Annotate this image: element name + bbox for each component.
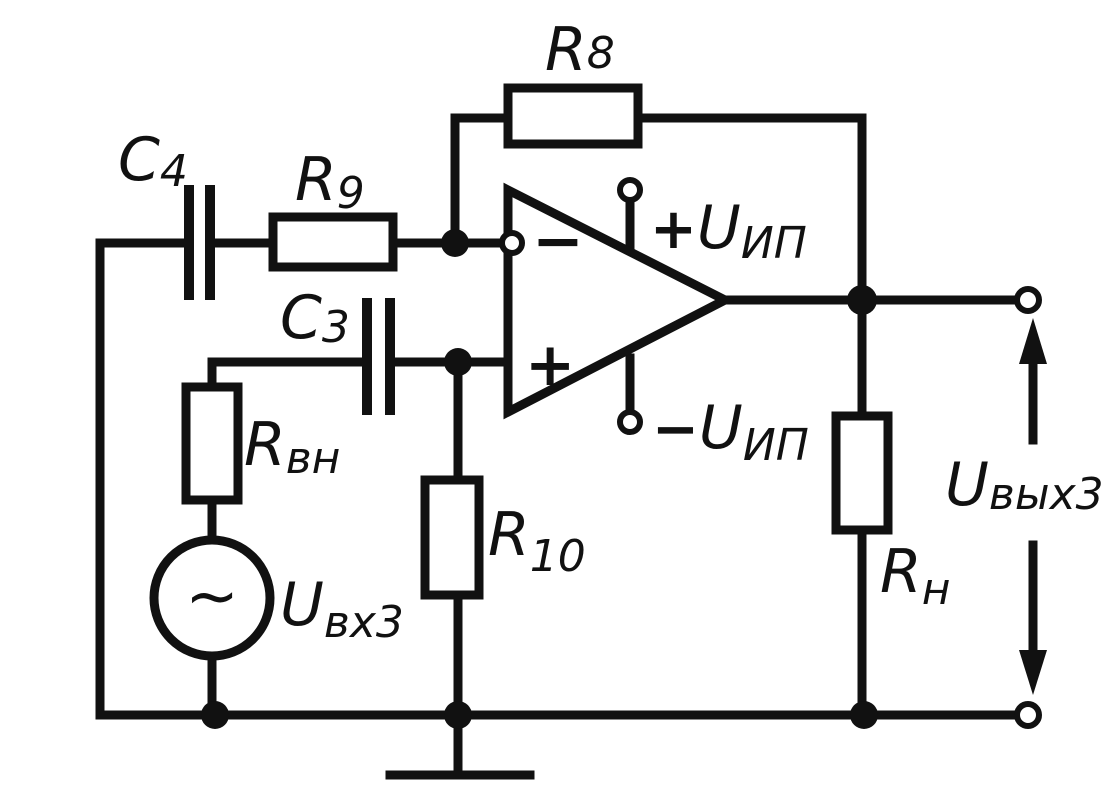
label-r10: R10 — [488, 500, 586, 582]
junction-ground-left — [201, 701, 229, 729]
resistor-r10 — [420, 475, 484, 600]
label-c4-main: C — [118, 125, 160, 195]
label-supply-neg-sign: − — [652, 397, 699, 462]
label-rvn: Rвн — [244, 410, 340, 484]
terminal-inverting-input — [499, 230, 525, 256]
label-c3: C3 — [280, 283, 350, 353]
label-supply-pos-sub: ИП — [741, 218, 807, 269]
label-supply-pos-sign: + — [650, 197, 697, 262]
junction-noninverting — [444, 348, 472, 376]
label-c4: C4 — [118, 125, 188, 197]
wire-c4-left-loop — [95, 238, 220, 720]
junction-inverting — [441, 229, 469, 257]
label-u-in-main: U — [280, 570, 324, 640]
label-r8: R8 — [545, 15, 615, 85]
label-c3-main: C — [280, 283, 322, 353]
terminal-output-bottom — [1014, 701, 1042, 729]
label-u-out-sub: вых3 — [989, 469, 1104, 520]
label-u-out: Uвых3 — [945, 450, 1104, 520]
junction-output — [847, 285, 877, 315]
wire-feedback-left — [450, 113, 513, 248]
junction-ground-center — [444, 701, 472, 729]
label-r8-sub: 8 — [587, 28, 615, 79]
label-r9-sub: 9 — [337, 168, 365, 219]
output-voltage-arrow — [1019, 318, 1047, 695]
label-r8-main: R — [545, 15, 587, 85]
resistor-rvn — [181, 382, 243, 505]
wires — [95, 113, 1025, 780]
label-rn: Rн — [880, 537, 950, 615]
resistor-r8 — [503, 83, 643, 149]
label-c3-sub: 3 — [322, 302, 350, 353]
resistor-rn — [831, 411, 893, 535]
label-r9-main: R — [295, 145, 337, 215]
label-rn-main: R — [880, 537, 922, 607]
label-u-out-main: U — [945, 450, 989, 520]
terminal-supply-neg — [617, 409, 643, 435]
label-u-in-sub: вх3 — [324, 597, 404, 648]
terminal-output-top — [1014, 286, 1042, 314]
label-supply-pos: +UИП — [650, 193, 807, 269]
label-c4-sub: 4 — [160, 146, 188, 197]
resistor-r9 — [268, 212, 398, 272]
label-rn-sub: н — [922, 564, 951, 615]
label-r9: R9 — [295, 145, 365, 219]
generator-circle — [149, 535, 275, 661]
op-amp-inverting-sign: − — [532, 204, 584, 277]
label-rvn-main: R — [244, 410, 286, 480]
label-supply-pos-main: U — [697, 193, 741, 263]
label-supply-neg-sub: ИП — [743, 420, 809, 471]
op-amp-triangle — [503, 182, 735, 420]
junction-ground-right — [850, 701, 878, 729]
label-r10-main: R — [488, 500, 530, 570]
label-rvn-sub: вн — [286, 433, 341, 484]
label-r10-sub: 10 — [530, 531, 586, 582]
wire-feedback-right — [633, 113, 867, 305]
label-u-in: Uвх3 — [280, 570, 404, 648]
generator-symbol: ~ — [185, 560, 239, 634]
label-supply-neg: −UИП — [652, 393, 809, 471]
label-supply-neg-main: U — [699, 393, 743, 463]
wire-rvn-c3 — [207, 357, 370, 392]
terminal-supply-pos — [617, 177, 643, 203]
op-amp-noninverting-sign: + — [525, 330, 575, 400]
